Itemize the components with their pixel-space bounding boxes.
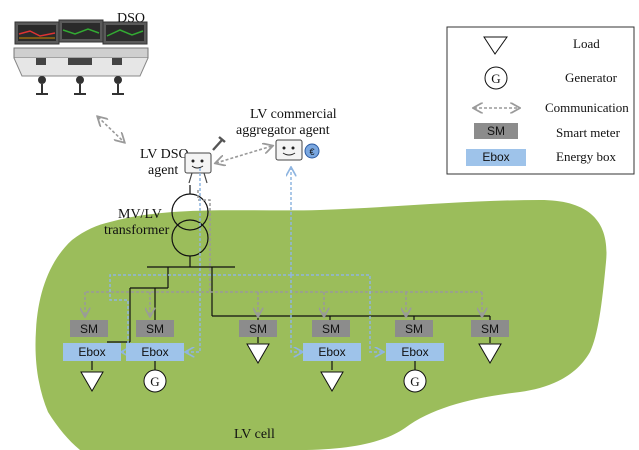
legend-load-label: Load xyxy=(573,36,600,51)
legend-energy-box-label: Energy box xyxy=(556,149,617,164)
agent-aggregator-communication-arrow xyxy=(216,146,272,163)
svg-text:Ebox: Ebox xyxy=(78,345,105,359)
svg-text:G: G xyxy=(150,374,159,389)
smart-meter-communication-lines xyxy=(85,190,482,316)
svg-text:SM: SM xyxy=(249,322,267,336)
smart-meter-1: SM xyxy=(70,320,108,337)
svg-text:G: G xyxy=(410,374,419,389)
svg-text:SM: SM xyxy=(405,322,423,336)
legend-communication-label: Communication xyxy=(545,100,629,115)
svg-text:Ebox: Ebox xyxy=(141,345,168,359)
dso-label: DSO xyxy=(117,11,145,26)
smart-meter-5: SM xyxy=(395,320,433,337)
lv-dso-agent-label-line1: LV DSO xyxy=(140,147,189,162)
smart-meter-6: SM xyxy=(471,320,509,337)
svg-text:SM: SM xyxy=(481,322,499,336)
legend-smart-meter-icon: SM xyxy=(474,123,518,139)
dso-control-room-icon xyxy=(13,19,149,95)
legend-energy-box-icon: Ebox xyxy=(466,149,526,166)
generator-1: G xyxy=(143,369,167,393)
legend-smart-meter-label: Smart meter xyxy=(556,125,621,140)
commercial-agent-label-line1: LV commercial xyxy=(250,107,337,122)
transformer-label-line1: MV/LV xyxy=(118,207,162,222)
lv-dso-agent-icon xyxy=(184,136,226,184)
smart-meter-4: SM xyxy=(312,320,350,337)
svg-text:SM: SM xyxy=(146,322,164,336)
svg-text:SM: SM xyxy=(487,124,505,138)
dso-communication-arrow xyxy=(98,117,124,142)
svg-text:Ebox: Ebox xyxy=(401,345,428,359)
load-2 xyxy=(246,343,270,364)
svg-text:G: G xyxy=(491,71,500,86)
energy-box-3: Ebox xyxy=(303,343,361,361)
energy-box-1: Ebox xyxy=(63,343,121,361)
load-4 xyxy=(478,343,502,364)
commercial-agent-label-line2: aggregator agent xyxy=(236,123,330,138)
legend-generator-icon xyxy=(484,66,508,90)
lv-cell-label: LV cell xyxy=(234,427,275,442)
svg-text:Ebox: Ebox xyxy=(482,150,509,164)
legend: Load G Generator Communication SM Smart … xyxy=(446,26,635,175)
energy-box-2: Ebox xyxy=(126,343,184,361)
transformer-label-line2: transformer xyxy=(104,223,170,238)
load-3 xyxy=(320,371,344,392)
transformer-primary-coil xyxy=(171,193,209,231)
smart-meter-2: SM xyxy=(136,320,174,337)
smart-meter-3: SM xyxy=(239,320,277,337)
euro-icon: € xyxy=(309,147,314,157)
device-connectors xyxy=(91,337,491,370)
svg-text:SM: SM xyxy=(80,322,98,336)
svg-text:SM: SM xyxy=(322,322,340,336)
legend-generator-label: Generator xyxy=(565,70,618,85)
commercial-agent-icon: € xyxy=(275,139,320,161)
legend-load-icon xyxy=(483,36,508,55)
svg-text:Ebox: Ebox xyxy=(318,345,345,359)
lv-dso-agent-label-line2: agent xyxy=(148,163,178,178)
load-1 xyxy=(80,371,104,392)
generator-2: G xyxy=(403,369,427,393)
energy-box-4: Ebox xyxy=(386,343,444,361)
